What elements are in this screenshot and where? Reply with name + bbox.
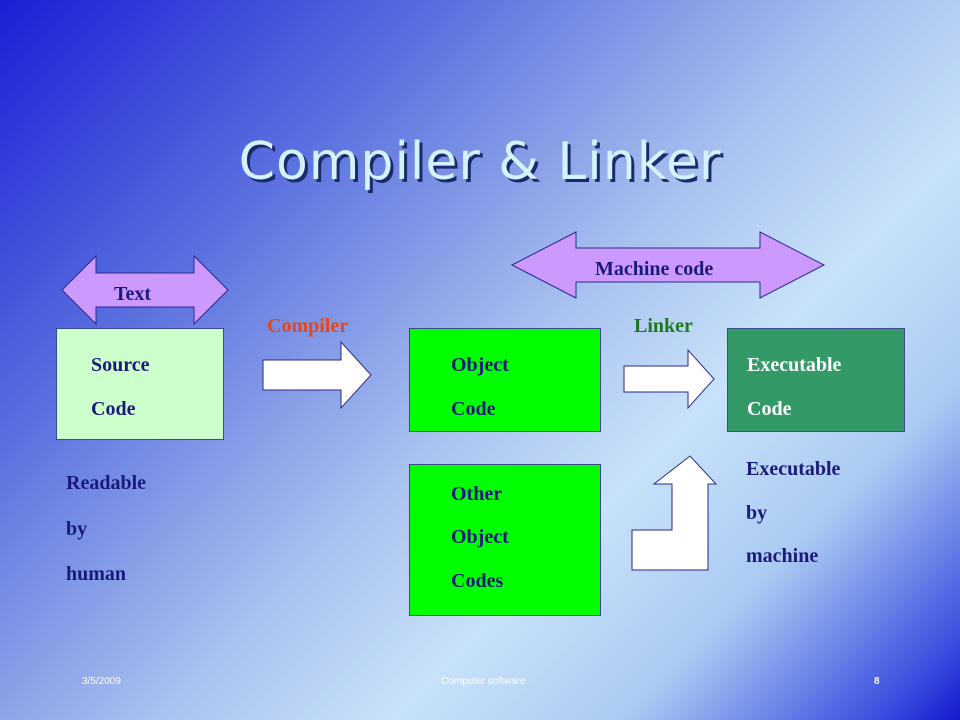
text-double-arrow	[61, 254, 229, 326]
linker-label: Linker	[634, 315, 693, 337]
linker-arrow	[623, 348, 715, 410]
machine-code-double-arrow	[510, 231, 826, 299]
source-code-line-1: Source	[91, 354, 150, 376]
executable-code-box: Executable Code	[727, 328, 905, 432]
executable-code-line-1: Executable	[747, 354, 842, 376]
other-object-line-2: Object	[451, 526, 509, 548]
readable-note-line-1: Readable	[66, 472, 146, 494]
machine-code-bubble-label: Machine code	[595, 258, 714, 280]
other-object-line-1: Other	[451, 483, 503, 505]
object-code-box: Object Code	[409, 328, 601, 432]
bent-up-arrow	[631, 455, 718, 571]
object-code-line-2: Code	[451, 398, 496, 420]
footer-center-text: Computer software	[441, 676, 526, 687]
slide-title: Compiler & Linker	[238, 132, 722, 192]
executable-note-line-1: Executable	[746, 458, 841, 480]
other-object-line-3: Codes	[451, 570, 504, 592]
executable-code-line-2: Code	[747, 398, 792, 420]
text-bubble-label: Text	[114, 283, 152, 305]
source-code-line-2: Code	[91, 398, 136, 420]
other-object-codes-box: Other Object Codes	[409, 464, 601, 616]
readable-note-line-3: human	[66, 563, 127, 585]
executable-note-line-2: by	[746, 502, 768, 524]
footer-date: 3/5/2009	[82, 676, 121, 687]
compiler-label: Compiler	[267, 315, 349, 337]
compiler-arrow	[262, 340, 372, 410]
readable-note-line-2: by	[66, 518, 88, 540]
object-code-line-1: Object	[451, 354, 509, 376]
source-code-box: Source Code	[56, 328, 224, 440]
footer-page-number: 8	[874, 676, 880, 687]
executable-note-line-3: machine	[746, 545, 819, 567]
